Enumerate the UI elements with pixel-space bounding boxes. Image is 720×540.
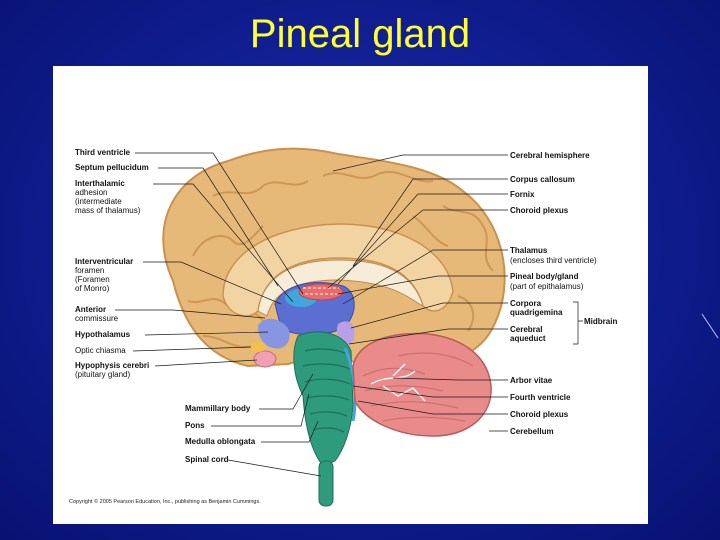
label-interventricular-4: of Monro) — [75, 284, 110, 293]
label-thalamus: Thalamus — [510, 246, 548, 255]
midbrain-bracket — [573, 301, 583, 345]
slide-title: Pineal gland — [249, 12, 471, 56]
label-corpora-1: Corpora — [510, 299, 542, 308]
left-labels: Third ventricle Septum pellucidum Intert… — [75, 148, 256, 464]
label-cerebellum: Cerebellum — [510, 427, 554, 436]
right-leader-lines — [327, 154, 508, 432]
label-pineal-gland: Pineal body/gland — [510, 272, 579, 281]
brain-sagittal-diagram: Third ventricle Septum pellucidum Intert… — [75, 147, 617, 507]
label-choroid-plexus-top: Choroid plexus — [510, 206, 569, 215]
pineal-gland — [298, 283, 344, 301]
copyright-text: Copyright © 2005 Pearson Education, Inc.… — [69, 499, 261, 505]
label-interthalamic-1: Interthalamic — [75, 179, 125, 188]
label-anterior-commissure-1: Anterior — [75, 305, 106, 314]
label-medulla-oblongata: Medulla oblongata — [185, 437, 256, 446]
label-thalamus-sub: (encloses third ventricle) — [510, 256, 597, 265]
label-corpora-2: quadrigemina — [510, 308, 563, 317]
label-cerebral-aqueduct-2: aqueduct — [510, 334, 546, 343]
brainstem — [293, 331, 354, 467]
label-third-ventricle: Third ventricle — [75, 148, 131, 157]
spinal-cord-shape — [318, 460, 334, 507]
brain-figure-panel: Third ventricle Septum pellucidum Intert… — [53, 66, 648, 524]
optic-chiasma — [250, 342, 266, 352]
brainstem-stripes — [302, 348, 351, 433]
label-interthalamic-4: mass of thalamus) — [75, 206, 141, 215]
label-midbrain: Midbrain — [584, 317, 617, 326]
label-corpus-callosum: Corpus callosum — [510, 175, 575, 184]
label-arbor-vitae: Arbor vitae — [510, 376, 553, 385]
hypothalamus — [258, 318, 290, 349]
label-interthalamic-3: (intermediate — [75, 197, 122, 206]
cerebellum-shape — [352, 332, 492, 437]
label-mammillary-body: Mammillary body — [185, 404, 251, 413]
label-hypophysis-1: Hypophysis cerebri — [75, 361, 149, 370]
pineal-stripes — [303, 287, 339, 295]
label-interventricular-1: Interventricular — [75, 257, 133, 266]
left-leader-lines — [115, 152, 322, 477]
right-labels: Cerebral hemisphere Corpus callosum Forn… — [510, 151, 617, 436]
label-septum-pellucidum: Septum pellucidum — [75, 163, 149, 172]
label-fornix: Fornix — [510, 190, 535, 199]
label-cerebral-hemisphere: Cerebral hemisphere — [510, 151, 590, 160]
label-interventricular-2: foramen — [75, 266, 104, 275]
label-pons: Pons — [185, 421, 205, 430]
decorative-line — [701, 313, 719, 339]
label-interthalamic-2: adhesion — [75, 188, 107, 197]
label-hypothalamus: Hypothalamus — [75, 330, 131, 339]
label-cerebral-aqueduct-1: Cerebral — [510, 325, 542, 334]
label-optic-chiasma: Optic chiasma — [75, 346, 126, 355]
label-anterior-commissure-2: commissure — [75, 314, 119, 323]
pituitary — [253, 350, 277, 368]
label-fourth-ventricle: Fourth ventricle — [510, 393, 571, 402]
label-interventricular-3: (Foramen — [75, 275, 110, 284]
label-choroid-plexus-bottom: Choroid plexus — [510, 410, 569, 419]
label-spinal-cord: Spinal cord — [185, 455, 229, 464]
label-hypophysis-2: (pituitary gland) — [75, 370, 130, 379]
label-pineal-sub: (part of epithalamus) — [510, 282, 584, 291]
